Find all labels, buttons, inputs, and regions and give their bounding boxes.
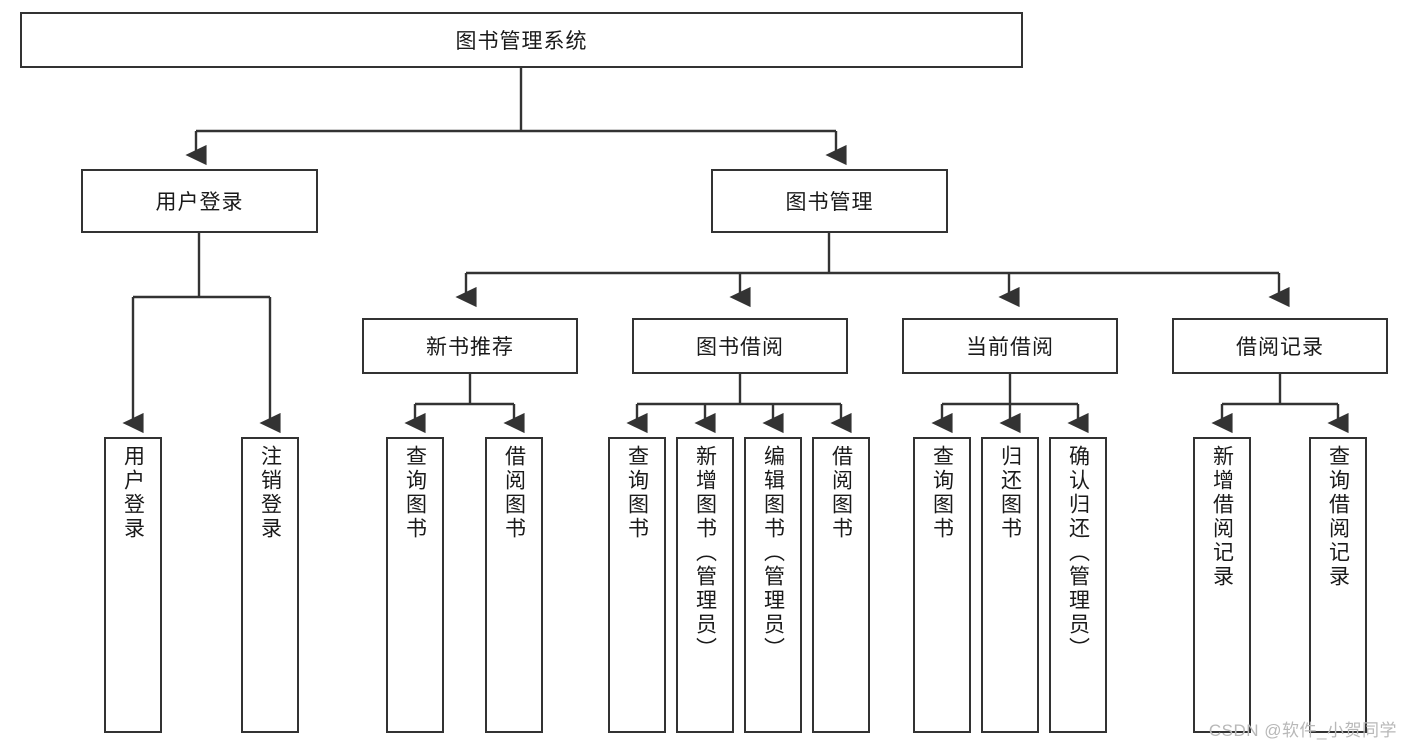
- leaf-current-query-book[interactable]: 查询图书: [913, 437, 971, 733]
- node-label: 编辑图书（管理员）: [761, 445, 785, 661]
- node-book-management[interactable]: 图书管理: [711, 169, 948, 233]
- leaf-current-return-book[interactable]: 归还图书: [981, 437, 1039, 733]
- node-label: 用户登录: [121, 445, 145, 541]
- leaf-borrow-edit-book-admin[interactable]: 编辑图书（管理员）: [744, 437, 802, 733]
- watermark-text: CSDN @软件_小贺同学: [1208, 721, 1397, 740]
- node-label: 借阅图书: [829, 445, 853, 541]
- node-label: 借阅图书: [502, 445, 526, 541]
- node-label: 新书推荐: [426, 336, 514, 359]
- node-label: 查询图书: [625, 445, 649, 541]
- node-label: 新增借阅记录: [1210, 445, 1234, 589]
- leaf-current-confirm-return-admin[interactable]: 确认归还（管理员）: [1049, 437, 1107, 733]
- node-label: 图书管理: [785, 191, 874, 214]
- leaf-recommend-query-book[interactable]: 查询图书: [386, 437, 444, 733]
- node-borrow-records[interactable]: 借阅记录: [1172, 318, 1388, 374]
- node-label: 查询图书: [930, 445, 954, 541]
- node-label: 归还图书: [998, 445, 1022, 541]
- node-label: 注销登录: [258, 445, 282, 541]
- node-label: 当前借阅: [966, 336, 1054, 359]
- node-label: 查询借阅记录: [1326, 445, 1350, 589]
- leaf-recommend-borrow-book[interactable]: 借阅图书: [485, 437, 543, 733]
- leaf-records-query-record[interactable]: 查询借阅记录: [1309, 437, 1367, 733]
- node-label: 图书管理系统: [455, 30, 588, 53]
- leaf-user-login-login[interactable]: 用户登录: [104, 437, 162, 733]
- node-label: 图书借阅: [696, 336, 784, 359]
- node-label: 新增图书（管理员）: [693, 445, 717, 661]
- node-label: 确认归还（管理员）: [1066, 445, 1090, 661]
- node-book-borrow[interactable]: 图书借阅: [632, 318, 848, 374]
- node-label: 查询图书: [403, 445, 427, 541]
- node-new-book-recommend[interactable]: 新书推荐: [362, 318, 578, 374]
- leaf-borrow-borrow-book[interactable]: 借阅图书: [812, 437, 870, 733]
- node-user-login[interactable]: 用户登录: [81, 169, 318, 233]
- leaf-borrow-query-book[interactable]: 查询图书: [608, 437, 666, 733]
- leaf-records-add-record[interactable]: 新增借阅记录: [1193, 437, 1251, 733]
- leaf-user-login-logout[interactable]: 注销登录: [241, 437, 299, 733]
- leaf-borrow-add-book-admin[interactable]: 新增图书（管理员）: [676, 437, 734, 733]
- node-root-system[interactable]: 图书管理系统: [20, 12, 1023, 68]
- node-current-borrow[interactable]: 当前借阅: [902, 318, 1118, 374]
- node-label: 用户登录: [155, 191, 244, 214]
- node-label: 借阅记录: [1236, 336, 1324, 359]
